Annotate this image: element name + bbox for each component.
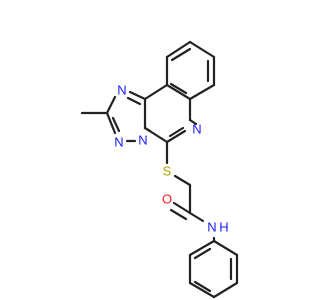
bond [169, 208, 188, 221]
atom-n-quinazoline: N [192, 122, 201, 137]
bond [165, 40, 192, 59]
bond [168, 126, 185, 138]
bond [126, 96, 142, 106]
atom-n-triazole-bridge: N [138, 133, 147, 148]
atom-n-triazole-top: N [117, 83, 126, 98]
bond [188, 281, 216, 299]
atom-amide-h: H [219, 220, 228, 235]
bond [128, 90, 147, 101]
atom-sulfur: S [163, 164, 172, 179]
bond [173, 174, 192, 187]
bond [188, 40, 216, 59]
bond [105, 95, 117, 115]
bond [188, 211, 205, 223]
bond [193, 247, 212, 260]
bond [172, 201, 192, 215]
bond [143, 126, 152, 133]
atom-labels: N N N N S O N H [114, 83, 228, 235]
atom-amide-n: N [207, 220, 216, 235]
molecule-structure: N N N N S O N H [80, 40, 239, 299]
bond [193, 280, 212, 293]
bond [188, 239, 216, 257]
bond [188, 118, 198, 126]
atom-oxygen: O [162, 192, 172, 207]
bond [212, 239, 239, 257]
bond [111, 116, 121, 133]
atom-n-triazole-bottom-left: N [114, 135, 123, 150]
bond [212, 281, 239, 299]
bond [165, 83, 192, 101]
bond [105, 111, 117, 135]
bond [170, 47, 192, 62]
bond [143, 83, 169, 101]
bond [165, 129, 187, 144]
bond [188, 83, 216, 101]
bond [169, 82, 188, 95]
bonds [80, 40, 239, 299]
